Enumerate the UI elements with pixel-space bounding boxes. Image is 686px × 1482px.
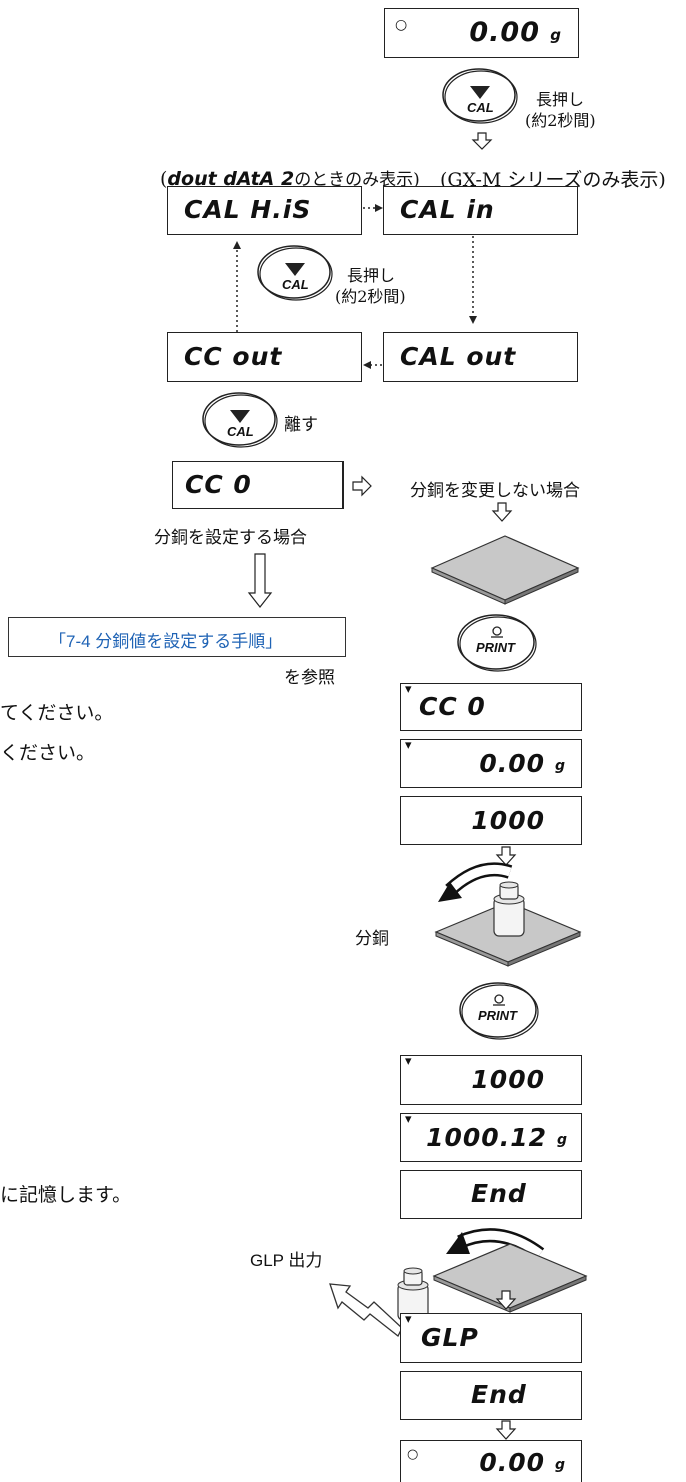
display-text: End — [471, 1380, 527, 1409]
indicator-mark: ▾ — [405, 1112, 412, 1127]
see-reference: を参照 — [284, 668, 335, 688]
display-start: ○ 0.00 g — [384, 8, 579, 58]
glp-output-label: GLP 出力 — [250, 1251, 323, 1270]
side-instruction-3: に記憶します。 — [0, 1184, 132, 1206]
display-text: CC 0 — [185, 470, 252, 499]
cal-label: CAL — [227, 424, 254, 439]
indicator-mark: ▾ — [405, 682, 412, 697]
cal-button[interactable]: CAL — [255, 243, 337, 303]
display-1000-12: ▾ 1000.12 g — [400, 1112, 582, 1162]
dout-condition-label: (dout dAtA 2のときのみ表示) — [160, 165, 420, 190]
print-button[interactable]: PRINT — [457, 980, 543, 1042]
print-button-shape — [457, 614, 537, 672]
indicator-mark: ▾ — [405, 738, 412, 753]
long-press-note: 長押し — [536, 90, 585, 109]
arrow-down-icon — [495, 846, 517, 866]
unit-g: g — [554, 758, 566, 774]
display-glp: ▾ GLP — [400, 1312, 582, 1363]
no-change-label: 分銅を変更しない場合 — [410, 481, 580, 501]
display-cc-0: CC 0 — [172, 461, 343, 509]
side-instruction-2: ください。 — [0, 742, 96, 764]
display-value: 0.00 — [469, 17, 540, 48]
arrow-down-icon — [247, 553, 273, 608]
dout-suffix: のときのみ表示) — [294, 170, 420, 190]
display-value: 0.00 — [479, 1448, 545, 1477]
display-text: 1000 — [471, 806, 545, 835]
display-cal-in: CAL in — [383, 186, 578, 235]
weighing-pan-icon — [430, 535, 580, 605]
display-text: CAL out — [400, 342, 517, 371]
procedure-link[interactable]: 「7-4 分銅値を設定する手順」 — [8, 617, 346, 657]
cal-button-shape — [257, 245, 333, 301]
display-text: CC 0 — [419, 692, 486, 721]
weight-placement-icon — [434, 862, 582, 967]
duration-note: (約2秒間) — [335, 287, 406, 306]
set-weight-label: 分銅を設定する場合 — [154, 528, 307, 548]
display-text: CAL H.iS — [184, 195, 312, 224]
print-button[interactable]: PRINT — [455, 612, 541, 674]
display-1000-b: ▾ 1000 — [400, 1054, 582, 1105]
long-press-note: 長押し — [347, 266, 396, 285]
gx-m-only-label: (GX-M シリーズのみ表示) — [440, 169, 666, 191]
output-arrow-icon — [329, 1283, 403, 1338]
arrow-down-icon — [495, 1420, 517, 1440]
display-1000: 1000 — [400, 796, 582, 845]
print-button-shape — [459, 982, 539, 1040]
display-cal-out: CAL out — [383, 332, 578, 382]
unit-g: g — [550, 26, 562, 44]
display-edge — [343, 461, 344, 509]
display-end-2: End — [400, 1371, 582, 1420]
display-cal-his: CAL H.iS — [167, 186, 362, 235]
display-value: 0.00 — [479, 749, 545, 778]
display-end-1: End — [400, 1170, 582, 1219]
display-cc-0-b: ▾ CC 0 — [400, 682, 582, 731]
arrow-down-icon — [471, 132, 493, 150]
display-text: End — [471, 1179, 527, 1208]
unit-g: g — [556, 1132, 568, 1148]
print-label: PRINT — [478, 1008, 517, 1023]
indicator-mark: ▾ — [405, 1312, 412, 1327]
cal-label: CAL — [282, 277, 309, 292]
paren-open: ( — [160, 168, 168, 190]
side-instruction-1: てください。 — [0, 702, 114, 724]
duration-note: (約2秒間) — [525, 111, 596, 130]
weight-label: 分銅 — [355, 929, 389, 949]
release-note: 離す — [284, 415, 318, 435]
dout-code: dout dAtA 2 — [167, 168, 295, 190]
indicator-mark: ▾ — [405, 1054, 412, 1069]
stable-indicator: ○ — [395, 17, 408, 33]
display-final: ○ 0.00 g — [400, 1440, 582, 1482]
display-text: CAL in — [400, 195, 495, 224]
display-cc-out: CC out — [167, 332, 362, 382]
procedure-link-text: 「7-4 分銅値を設定する手順」 — [49, 632, 283, 651]
arrow-down-icon — [491, 502, 513, 522]
display-value: 1000.12 — [426, 1123, 547, 1152]
cal-button-shape — [202, 392, 278, 448]
weight-removal-icon — [397, 1228, 588, 1321]
cal-label: CAL — [467, 100, 494, 115]
unit-g: g — [554, 1457, 566, 1473]
display-zero-b: ▾ 0.00 g — [400, 738, 582, 788]
arrow-down-icon — [495, 1290, 517, 1310]
cal-button-shape — [442, 68, 518, 124]
arrow-right-icon — [352, 475, 372, 497]
cal-button[interactable]: CAL — [440, 66, 522, 126]
cal-button[interactable]: CAL — [200, 390, 282, 450]
display-text: 1000 — [471, 1065, 545, 1094]
display-text: GLP — [421, 1323, 479, 1352]
display-text: CC out — [184, 342, 283, 371]
print-label: PRINT — [476, 640, 515, 655]
stable-indicator: ○ — [407, 1447, 419, 1462]
